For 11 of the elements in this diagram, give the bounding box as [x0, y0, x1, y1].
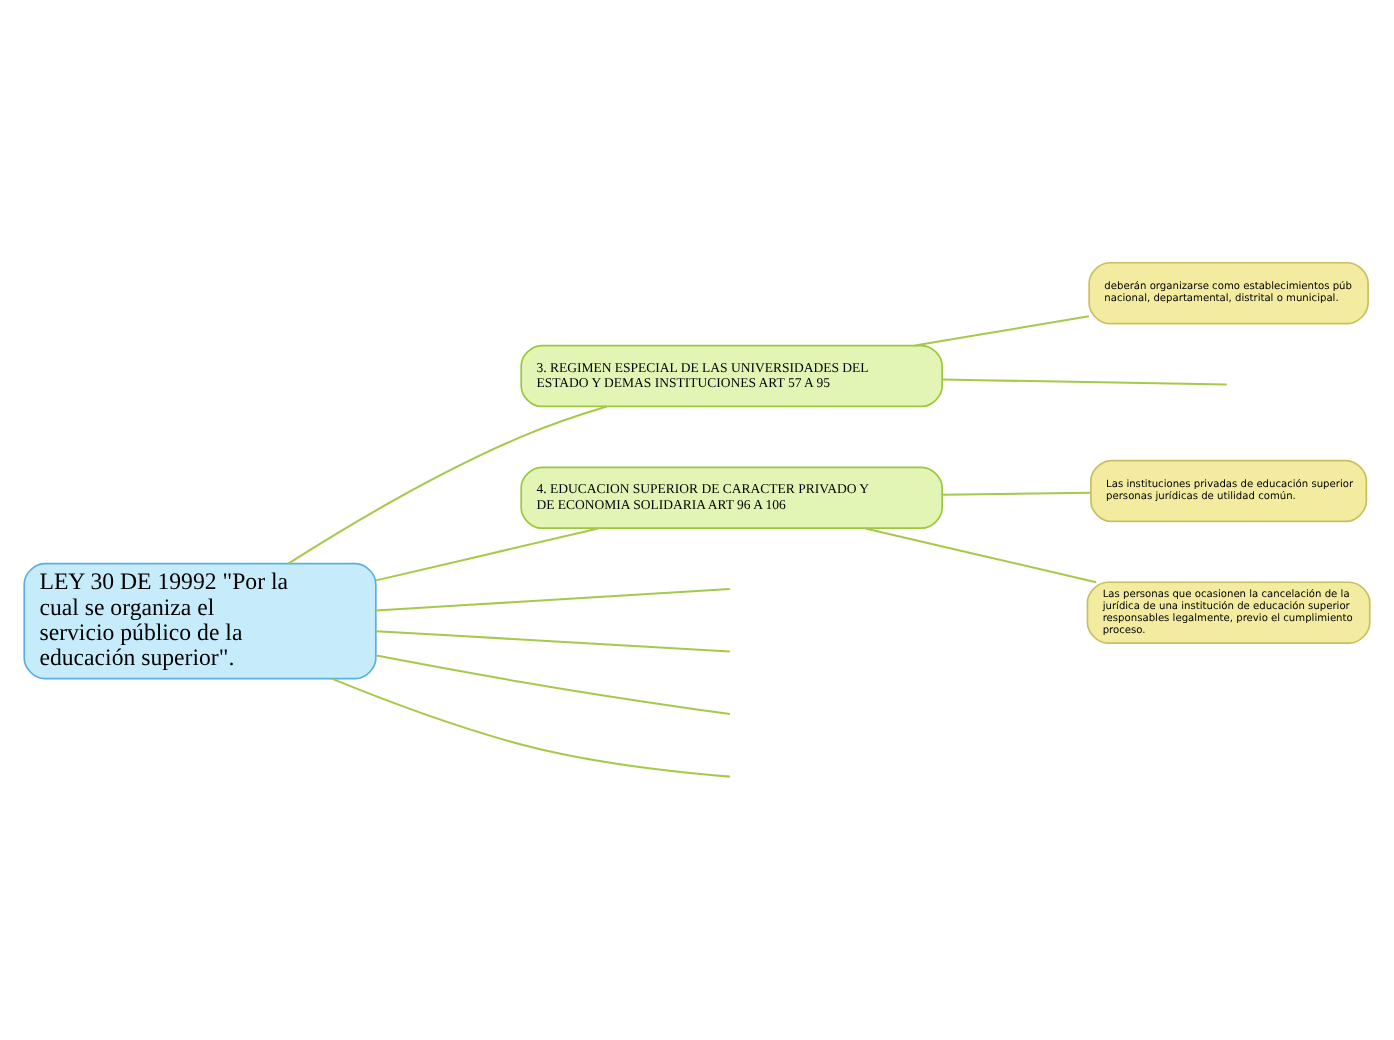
connector: [331, 677, 730, 778]
connector: [375, 527, 600, 582]
connector: [942, 378, 1227, 386]
connector: [376, 588, 730, 612]
connector: [864, 527, 1097, 584]
connector: [942, 491, 1091, 496]
connector: [914, 315, 1090, 347]
node-box: LEY 30 DE 19992 "Por la cual se organiza el servicio público de la educación superior".: [23, 562, 377, 680]
connector: [376, 630, 730, 653]
connector: [376, 654, 730, 716]
connector: [287, 405, 608, 565]
